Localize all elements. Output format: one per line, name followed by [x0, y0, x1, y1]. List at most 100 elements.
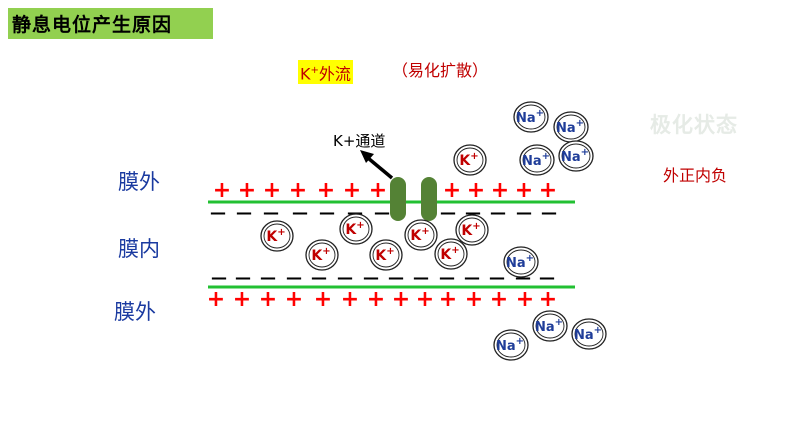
svg-text:Na+: Na+ — [535, 317, 563, 335]
plus-charge: + — [515, 178, 533, 203]
title-banner: 静息电位产生原因 — [8, 8, 213, 39]
zone-outer-top: 膜外 — [118, 170, 160, 194]
k-outflow-label: K+外流 — [298, 60, 353, 85]
k-channel-label: K+通道 — [333, 132, 386, 150]
plus-charge: + — [443, 178, 461, 203]
plus-charge: + — [343, 178, 361, 203]
minus-charge: — — [464, 268, 480, 287]
minus-charge: — — [337, 268, 353, 287]
minus-charge: — — [236, 203, 252, 222]
minus-charge: — — [440, 203, 456, 222]
svg-text:Na+: Na+ — [506, 253, 534, 271]
k-outflow-base: K — [300, 64, 311, 84]
k-ion: K+ — [339, 213, 373, 245]
ions-group: K+K+K+K+K+K+K+K+Na+Na+Na+Na+Na+Na+Na+Na+ — [260, 101, 607, 361]
svg-text:K+: K+ — [410, 226, 429, 244]
plus-charge: + — [314, 287, 332, 312]
svg-text:K+: K+ — [345, 220, 364, 238]
svg-text:Na+: Na+ — [574, 325, 602, 343]
k-ion: K+ — [260, 220, 294, 252]
minus-charge: — — [260, 268, 276, 287]
svg-text:K+: K+ — [440, 245, 459, 263]
plus-charge: + — [317, 178, 335, 203]
svg-text:Na+: Na+ — [522, 151, 550, 169]
diffusion-label: （易化扩散） — [392, 61, 489, 80]
channel-arrow-head — [360, 150, 374, 163]
outer-positive-inner-negative-label: 外正内负 — [663, 166, 728, 185]
minus-charge: — — [319, 203, 335, 222]
svg-text:K+: K+ — [311, 246, 330, 264]
plus-charge: + — [259, 287, 277, 312]
k-ion: K+ — [369, 239, 403, 271]
minus-charge: — — [439, 268, 455, 287]
svg-text:K+: K+ — [266, 227, 285, 245]
minus-charge: — — [210, 203, 226, 222]
charges-group: ++++++++++++——————————————————————————++… — [207, 178, 557, 312]
svg-text:K+: K+ — [459, 151, 478, 169]
na-ion: Na+ — [513, 101, 549, 133]
minus-charge: — — [374, 203, 390, 222]
plus-charge: + — [207, 287, 225, 312]
svg-text:Na+: Na+ — [516, 108, 544, 126]
minus-charge: — — [490, 203, 506, 222]
plus-charge: + — [238, 178, 256, 203]
plus-charge: + — [392, 287, 410, 312]
k-ion: K+ — [434, 238, 468, 270]
minus-charge: — — [292, 203, 308, 222]
k-channel-left-subunit — [390, 177, 406, 221]
k-outflow-rest: 外流 — [318, 64, 351, 84]
na-ion: Na+ — [553, 111, 589, 143]
plus-charge: + — [416, 287, 434, 312]
minus-charge: — — [235, 268, 251, 287]
plus-charge: + — [490, 287, 508, 312]
plus-charge: + — [367, 287, 385, 312]
plus-charge: + — [233, 287, 251, 312]
k-ion: K+ — [404, 219, 438, 251]
na-ion: Na+ — [519, 144, 555, 176]
plus-charge: + — [285, 287, 303, 312]
plus-charge: + — [439, 287, 457, 312]
k-channel-right-subunit — [421, 177, 437, 221]
polarization-state-label: 极化状态 — [650, 113, 738, 137]
na-ion: Na+ — [503, 246, 539, 278]
plus-charge: + — [213, 178, 231, 203]
plus-charge: + — [516, 287, 534, 312]
minus-charge: — — [489, 268, 505, 287]
plus-charge: + — [491, 178, 509, 203]
plus-charge: + — [539, 287, 557, 312]
minus-charge: — — [388, 268, 404, 287]
plus-charge: + — [341, 287, 359, 312]
k-ion: K+ — [305, 239, 339, 271]
na-ion: Na+ — [532, 310, 568, 342]
svg-text:K+: K+ — [375, 246, 394, 264]
plus-charge: + — [465, 287, 483, 312]
plus-charge: + — [263, 178, 281, 203]
plus-charge: + — [289, 178, 307, 203]
minus-charge: — — [211, 268, 227, 287]
plus-charge: + — [467, 178, 485, 203]
svg-text:K+: K+ — [461, 221, 480, 239]
minus-charge: — — [516, 203, 532, 222]
plus-charge: + — [539, 178, 557, 203]
page-title: 静息电位产生原因 — [12, 14, 173, 36]
na-ion: Na+ — [571, 318, 607, 350]
svg-text:Na+: Na+ — [556, 118, 584, 136]
k-ion: K+ — [455, 214, 489, 246]
plus-charge: + — [369, 178, 387, 203]
minus-charge: — — [311, 268, 327, 287]
svg-text:Na+: Na+ — [496, 336, 524, 354]
k-outflow-sup: + — [310, 65, 319, 76]
k-ion: K+ — [453, 144, 487, 176]
svg-text:Na+: Na+ — [561, 147, 589, 165]
minus-charge: — — [539, 268, 555, 287]
minus-charge: — — [413, 268, 429, 287]
minus-charge: — — [286, 268, 302, 287]
na-ion: Na+ — [493, 329, 529, 361]
channel-arrow-line — [366, 156, 394, 180]
na-ion: Na+ — [558, 140, 594, 172]
zone-inner: 膜内 — [118, 237, 160, 261]
minus-charge: — — [541, 203, 557, 222]
minus-charge: — — [363, 268, 379, 287]
zone-outer-bottom: 膜外 — [114, 300, 156, 324]
